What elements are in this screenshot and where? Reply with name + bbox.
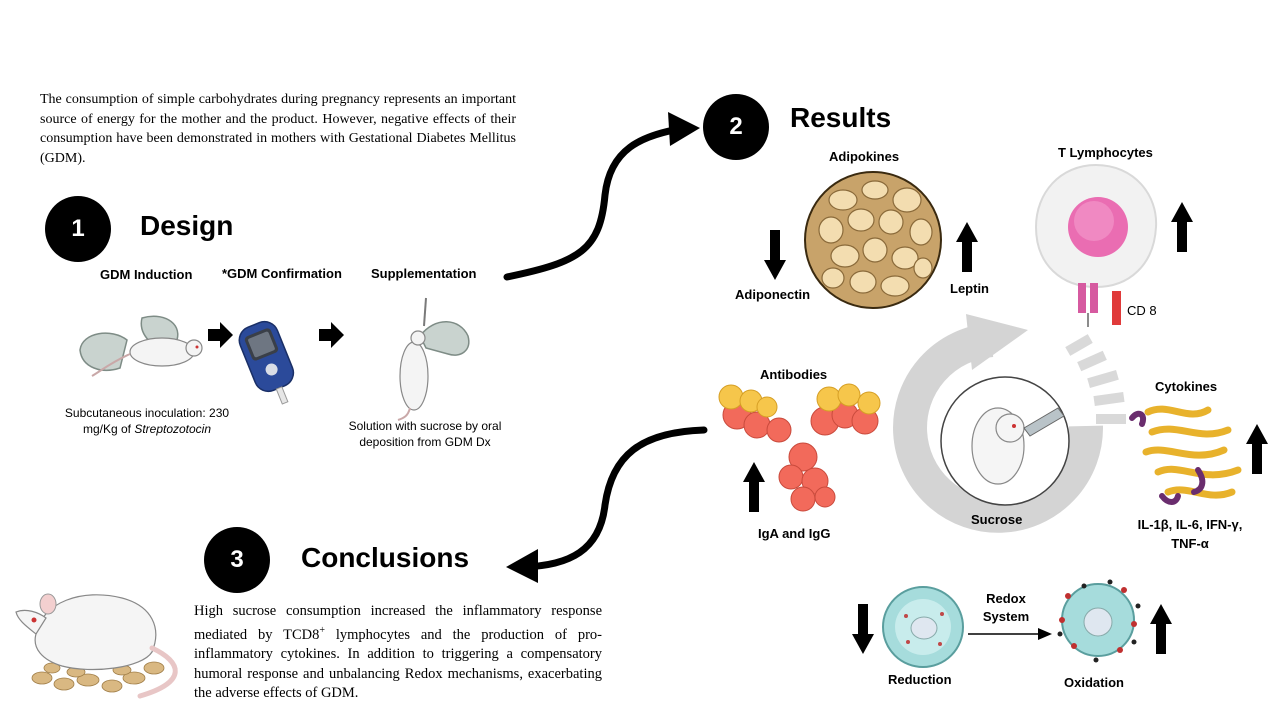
redox-system-line: System <box>982 609 1030 624</box>
intro-text: The consumption of simple carbohydrates … <box>40 92 516 166</box>
t-lymphocyte-illustration <box>1034 163 1158 327</box>
up-arrow-icon <box>956 222 978 272</box>
cytokine-protein-illustration <box>1129 405 1242 505</box>
redox-system-label: Redox System <box>960 590 1052 626</box>
adiponectin-label: Adiponectin <box>735 287 811 302</box>
up-arrow-icon <box>1246 424 1268 474</box>
rat-injection-illustration <box>79 315 203 377</box>
step-number-badge: 3 <box>204 527 270 593</box>
cytokines-list-line: IL-1β, IL-6, IFN-γ, <box>1137 517 1243 532</box>
redox-system-line: Redox <box>986 591 1026 606</box>
cytokines-list: IL-1β, IL-6, IFN-γ, TNF-α <box>1132 515 1248 553</box>
up-arrow-icon <box>1150 604 1172 654</box>
step-number-badge: 2 <box>703 94 769 160</box>
cytokines-list-line: TNF-α <box>1171 536 1209 551</box>
oxidation-label: Oxidation <box>1064 675 1124 690</box>
conclusions-title: Conclusions <box>301 542 470 573</box>
step-arrow-icon <box>319 322 344 348</box>
up-arrow-icon <box>1171 202 1193 252</box>
design-title: Design <box>140 210 234 241</box>
up-arrow-icon <box>743 462 765 512</box>
leptin-label: Leptin <box>950 281 989 296</box>
conclusions-text-superscript: + <box>319 625 325 637</box>
cytokines-title: Cytokines <box>1155 379 1218 394</box>
down-arrow-icon <box>764 230 786 280</box>
supplementation-caption: Solution with sucrose by oral deposition… <box>348 419 502 449</box>
iga-igg-label: IgA and IgG <box>758 526 831 541</box>
induction-caption-text: Subcutaneous inoculation: 230 mg/Kg of <box>64 406 230 436</box>
step-label-supplementation: Supplementation <box>371 266 477 281</box>
sucrose-cycle-ring <box>893 314 1126 533</box>
adipokines-title: Adipokines <box>829 149 900 164</box>
conclusions-text-part: lymphocytes and the production of pro-in… <box>194 627 602 702</box>
reduced-cell-illustration <box>882 586 964 668</box>
rat-gavage-illustration <box>397 297 470 421</box>
antibody-illustration <box>718 383 881 512</box>
oxidized-cell-illustration <box>1057 579 1141 663</box>
step-number-badge: 1 <box>45 196 111 262</box>
adipose-tissue-illustration <box>804 171 942 309</box>
step-label-gdm-confirmation: *GDM Confirmation <box>222 266 342 281</box>
t-lymphocytes-title: T Lymphocytes <box>1058 145 1153 160</box>
antibodies-title: Antibodies <box>760 367 828 382</box>
redox-arrow <box>968 628 1052 640</box>
induction-caption-drug: Streptozotocin <box>134 422 212 436</box>
step-arrow-icon <box>208 322 233 348</box>
induction-caption: Subcutaneous inoculation: 230 mg/Kg of S… <box>52 405 242 437</box>
rat-food-illustration <box>15 593 178 699</box>
results-title: Results <box>790 102 892 133</box>
cd8-label: CD 8 <box>1127 303 1157 318</box>
conclusions-text: High sucrose consumption increased the i… <box>194 602 602 703</box>
conclusions-text-part: High sucrose consumption increased the i… <box>194 603 602 644</box>
down-arrow-icon <box>852 604 874 654</box>
sucrose-label: Sucrose <box>971 512 1023 527</box>
rat-sucrose-icon <box>971 407 1065 485</box>
reduction-label: Reduction <box>888 672 952 687</box>
glucometer-icon <box>238 320 295 405</box>
step-label-gdm-induction: GDM Induction <box>100 267 193 282</box>
